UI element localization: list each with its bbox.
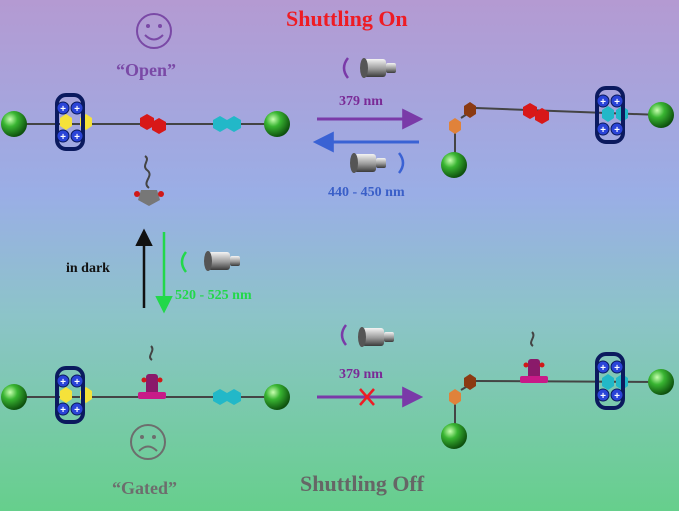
title-shuttling-off: Shuttling Off <box>300 471 425 496</box>
flashlight-icon <box>180 251 240 273</box>
rotaxane-gated-left <box>1 345 290 424</box>
gated-azobenzene <box>138 345 166 399</box>
gate-molecule <box>133 155 165 207</box>
second-station <box>213 389 241 405</box>
wavelength-520-525: 520 - 525 nm <box>175 288 252 303</box>
stopper-bottom <box>441 423 467 449</box>
wavelength-440-450: 440 - 450 nm <box>328 185 405 200</box>
smiley-face-icon <box>136 13 172 49</box>
azobenzene-station <box>523 103 549 124</box>
azobenzene-station <box>140 114 166 134</box>
stopper-right <box>264 111 290 137</box>
cross-icon <box>359 388 375 406</box>
stopper-right <box>264 384 290 410</box>
second-station <box>213 116 241 132</box>
stopper-left <box>1 384 27 410</box>
yellow-station <box>60 387 92 403</box>
rotaxane-gated-right <box>441 331 674 449</box>
stopper-bottom <box>441 152 467 178</box>
gated-azobenzene <box>520 331 548 383</box>
rotaxane-open-right <box>441 86 674 178</box>
stopper-right <box>648 102 674 128</box>
wavelength-379-blocked: 379 nm <box>339 367 383 382</box>
stopper-right <box>648 369 674 395</box>
sad-face-icon <box>130 424 166 460</box>
flashlight-icon <box>342 57 396 79</box>
state-open-label: “Open” <box>116 60 177 80</box>
state-gated-label: “Gated” <box>112 478 177 498</box>
yellow-station <box>60 114 92 130</box>
flashlight-icon <box>350 152 405 174</box>
title-shuttling-on: Shuttling On <box>286 6 408 31</box>
flashlight-icon <box>340 324 394 347</box>
stopper-left <box>1 111 27 137</box>
in-dark-label: in dark <box>66 261 110 276</box>
rotaxane-open-left <box>1 93 290 151</box>
wavelength-379-forward: 379 nm <box>339 94 383 109</box>
